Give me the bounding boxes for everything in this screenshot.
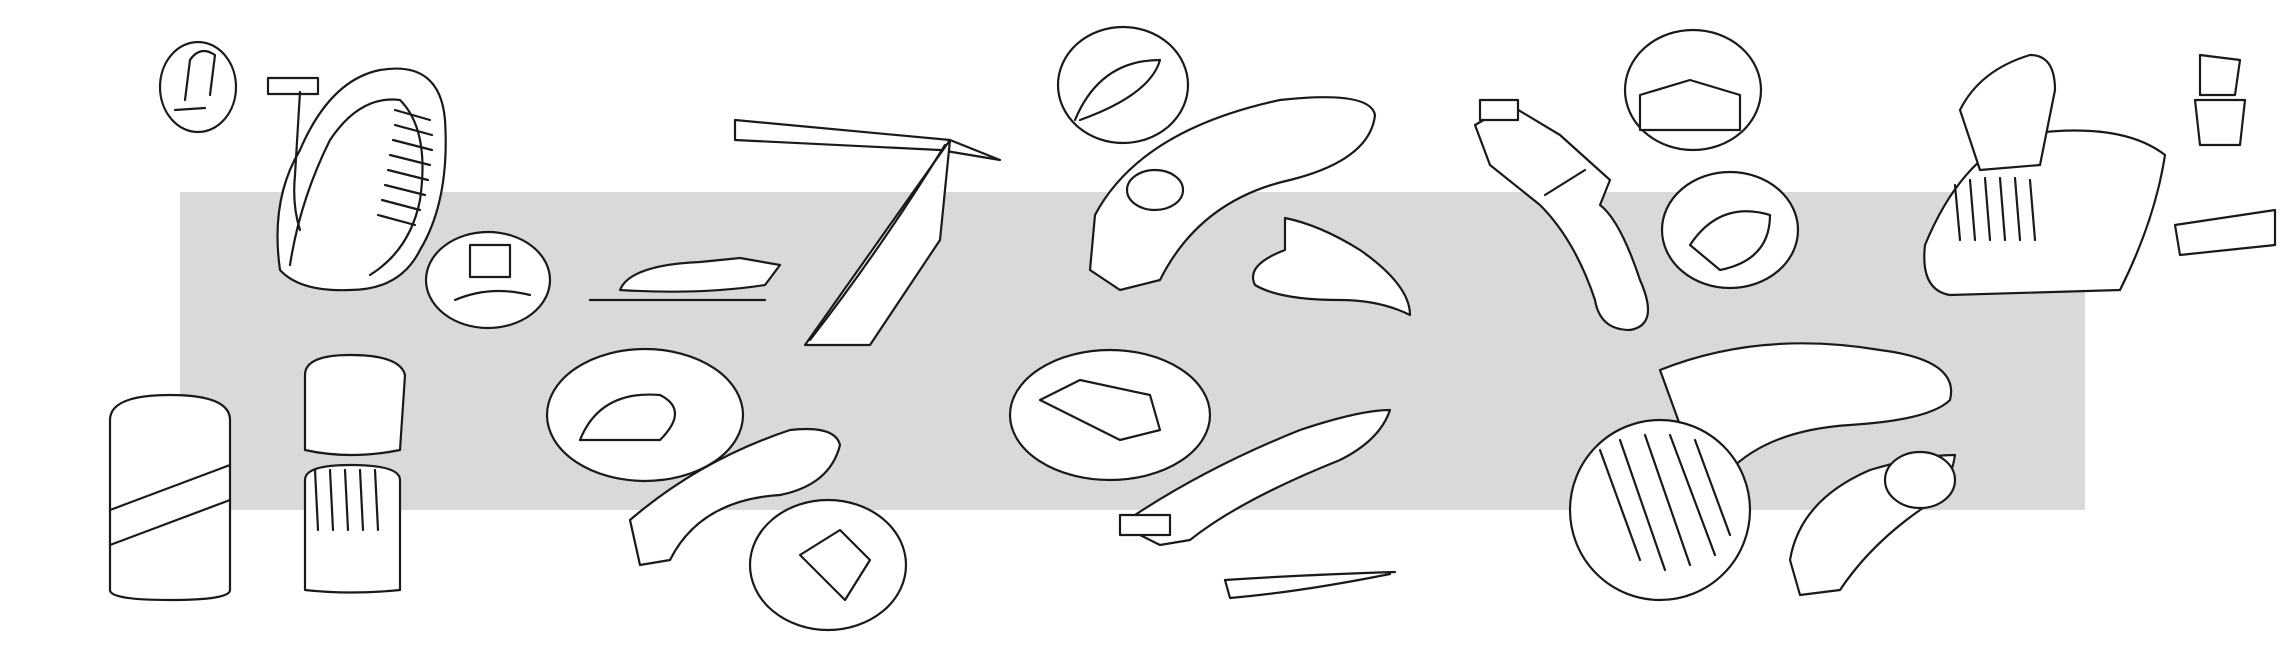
- mini-bowl: [2173, 208, 2277, 257]
- brush-in-bowl-sketch: [1923, 53, 2277, 297]
- capsule-base: [303, 463, 402, 594]
- stand-clip-block: [266, 76, 320, 96]
- capsule-closed: [108, 393, 232, 602]
- mini-brush-bristles: [2193, 98, 2247, 147]
- straight-blade: [733, 118, 1002, 162]
- brush-handle: [1958, 53, 2057, 172]
- straight-handle-inner: [808, 143, 947, 342]
- capsule-seam-top: [108, 463, 232, 512]
- trimmer-band: [1543, 168, 1587, 197]
- capsule-razor-sketch: [108, 353, 407, 602]
- stand-wire: [293, 90, 302, 232]
- straight-handle: [803, 138, 952, 347]
- detail-base-line: [173, 106, 207, 112]
- detail-clip-shape: [183, 49, 217, 102]
- detail-head-cross: [1638, 78, 1742, 132]
- second-handle-view: [1252, 216, 1412, 317]
- cartridge-side-lower: [1223, 572, 1392, 600]
- handle-body: [1088, 96, 1377, 292]
- cartridge-handle: [1118, 408, 1392, 547]
- detail-cube: [798, 528, 872, 602]
- razor-with-stand-sketch: [158, 40, 552, 330]
- large-brush-handle-sketch: [1568, 342, 1957, 602]
- bowl-body: [1923, 129, 2167, 297]
- curved-blade-razor-sketch: [545, 347, 908, 632]
- ergonomic-handle-razor-sketch: [1056, 25, 1412, 317]
- detail-callout-circle-3: [1056, 25, 1190, 145]
- curved-razor-body: [628, 427, 842, 567]
- large-brush-head: [1568, 418, 1752, 602]
- trimmer-head: [1478, 98, 1520, 122]
- detail-block: [468, 243, 512, 279]
- shaving-brush-trimmer-sketch: [1473, 28, 1800, 332]
- razor-body-outline: [276, 67, 447, 292]
- detail-hatched-wedge: [1073, 58, 1162, 122]
- mini-brush-handle: [2198, 53, 2242, 97]
- detail-cartridge: [1038, 378, 1162, 442]
- cartridge-head: [1118, 513, 1172, 537]
- straight-razor-sketch: [588, 118, 1002, 347]
- detail-callout-circle-2: [424, 230, 552, 330]
- capsule-cap: [303, 353, 407, 457]
- handle-hole: [1125, 168, 1185, 212]
- detail-curved-shape: [578, 393, 676, 442]
- detail-curve: [453, 289, 532, 302]
- brush-handle-curve: [1658, 342, 1953, 482]
- detail-callout-circle: [158, 40, 238, 134]
- closed-razor-silhouette: [618, 256, 782, 293]
- razor-hatching: [376, 108, 434, 227]
- cartridge-side-view: [1223, 570, 1397, 582]
- capsule-blade-hatch: [313, 468, 380, 532]
- brush-bristles: [1953, 176, 2037, 242]
- capsule-seam-bottom: [108, 498, 232, 547]
- detail-inner-shape: [1688, 210, 1772, 272]
- trimmer-body: [1473, 103, 1650, 332]
- large-brush-hatch: [1598, 433, 1732, 572]
- small-brush-tip: [1883, 450, 1957, 510]
- cartridge-razor-sketch: [1008, 348, 1397, 600]
